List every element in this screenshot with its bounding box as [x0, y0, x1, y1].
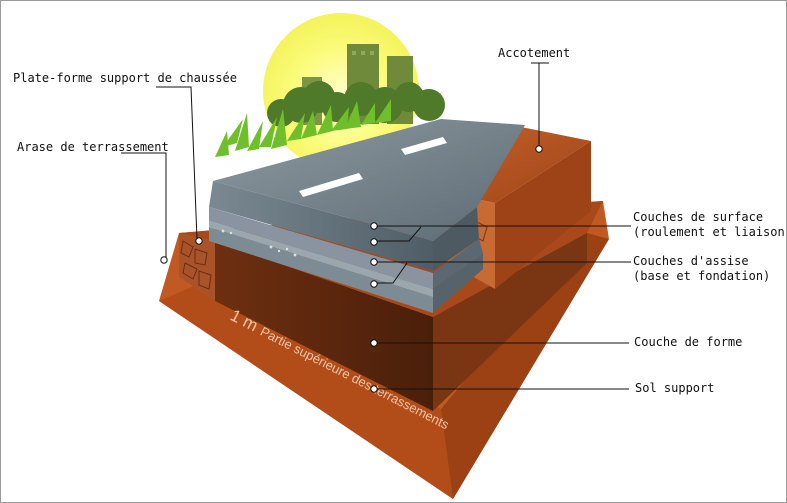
surface-slab-front — [209, 181, 433, 271]
grass — [215, 99, 391, 157]
label-sol-support: Sol support — [635, 381, 715, 395]
label-accotement: Accotement — [498, 46, 571, 60]
couche-de-forme-front — [215, 241, 433, 411]
sol-support-right-face — [441, 233, 609, 499]
label-couche-de-forme: Couche de forme — [634, 335, 743, 349]
couche-de-forme-right — [433, 233, 587, 411]
label-couches-surface: Couches de surface (roulement et liaison… — [633, 210, 787, 240]
rock-texture — [180, 240, 212, 290]
label-couches-assise: Couches d'assise (base et fondation) — [633, 254, 770, 284]
assise-slab-side — [433, 253, 483, 313]
base-slab-front — [209, 207, 433, 289]
base-slab-side — [433, 239, 483, 289]
trees — [267, 81, 445, 127]
anchor-dots — [160, 145, 543, 393]
label-couches-surface-line1: Couches de surface — [633, 210, 764, 224]
road-surface — [213, 119, 525, 241]
label-arase: Arase de terrassement — [17, 140, 169, 154]
accotement-side — [495, 141, 591, 289]
label-plate-forme: Plate-forme support de chaussée — [13, 71, 237, 85]
label-couches-assise-line1: Couches d'assise — [633, 254, 749, 268]
assise-slab-front — [209, 227, 433, 313]
gravel-texture — [221, 229, 297, 257]
lane-markings — [299, 137, 447, 197]
label-couches-surface-line2: (roulement et liaison) — [633, 225, 787, 239]
label-couches-assise-line2: (base et fondation) — [633, 269, 771, 283]
assise-slab-top-edge — [209, 221, 433, 297]
leader-lines — [121, 62, 631, 390]
arase-rock-edge — [179, 233, 215, 301]
surface-slab-side — [433, 207, 479, 271]
sol-support-front-face — [159, 277, 453, 499]
